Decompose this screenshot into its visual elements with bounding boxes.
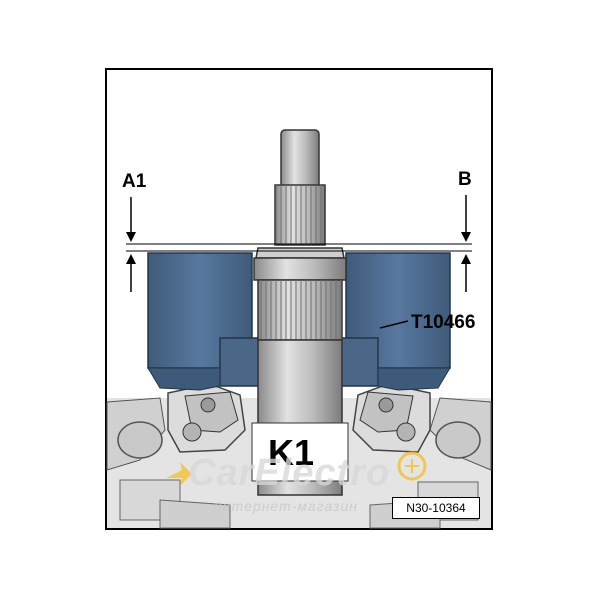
figure-reference: N30-10364 (392, 497, 480, 519)
tool-t10466 (147, 252, 451, 391)
seal-right (352, 383, 431, 453)
label-k1: K1 (268, 432, 315, 473)
arrow-b (461, 195, 471, 292)
label-b: B (458, 169, 472, 190)
tool-leader-line (379, 320, 409, 329)
measurement-lines (126, 243, 472, 252)
seal-left (167, 383, 246, 453)
watermark-brand: CarElectro (188, 452, 391, 494)
shaft (253, 129, 347, 496)
label-a1: A1 (122, 171, 147, 192)
arrow-a1 (126, 197, 136, 292)
watermark-plug-icon (166, 451, 427, 486)
watermark-subtitle: интернет-магазин (214, 498, 358, 514)
label-tool-t10466: T10466 (411, 312, 476, 333)
k1-label-box (251, 422, 349, 482)
